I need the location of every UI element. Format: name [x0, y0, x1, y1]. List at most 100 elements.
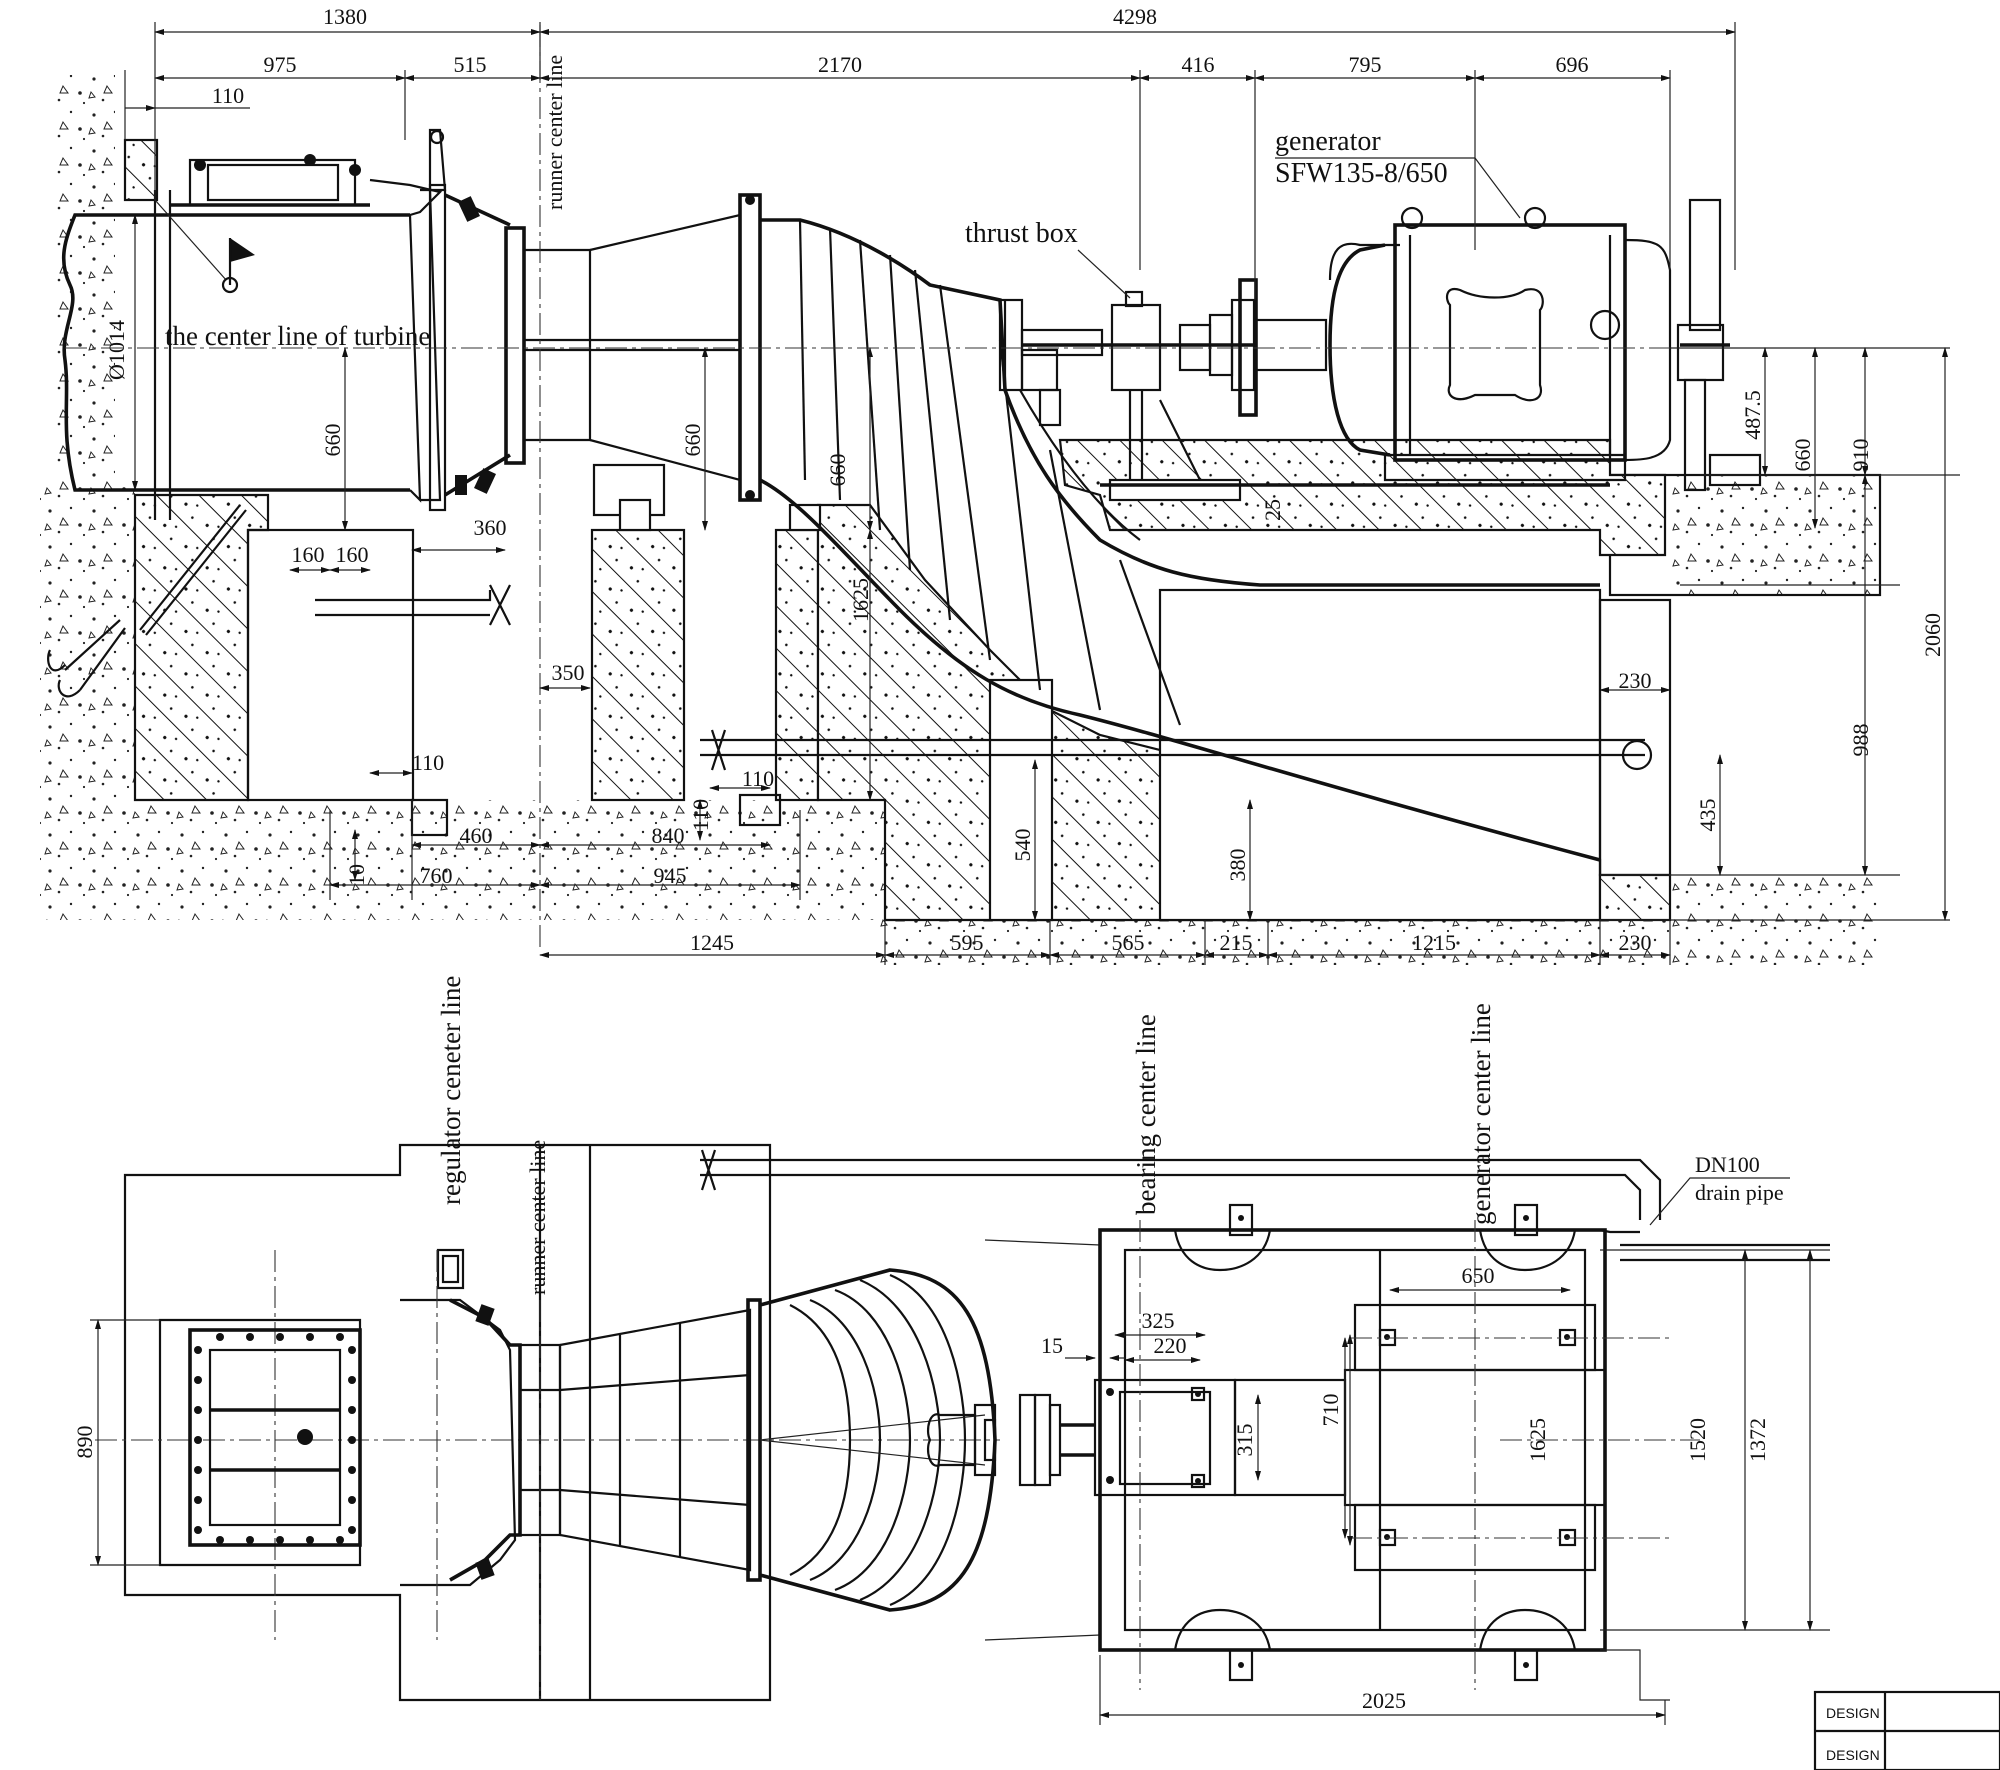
- dim-230-right: 230: [1619, 668, 1652, 693]
- dim-230-bottom: 230: [1619, 930, 1652, 955]
- generator-body: [1393, 223, 1627, 462]
- dim-1380: 1380: [323, 4, 367, 29]
- generator-center-label: generator center line: [1466, 1003, 1496, 1225]
- exciter-tower: [1688, 198, 1722, 332]
- dim-760: 760: [420, 863, 453, 888]
- dim-565: 565: [1112, 930, 1145, 955]
- dim-660-c: 660: [825, 454, 850, 487]
- runner-center-label-top: runner center line: [542, 55, 567, 210]
- dim-795: 795: [1349, 52, 1382, 77]
- dim-2170: 2170: [818, 52, 862, 77]
- tailrace-wall-base: [1598, 873, 1672, 922]
- dim-160-b: 160: [336, 542, 369, 567]
- dim-416: 416: [1182, 52, 1215, 77]
- dim-660-b: 660: [680, 424, 705, 457]
- draft-support-1: [988, 678, 1054, 922]
- dim-660-right: 660: [1790, 439, 1815, 472]
- dim-975: 975: [264, 52, 297, 77]
- bearing-pedestal-plan: [1093, 1378, 1237, 1497]
- dim-650: 650: [1462, 1263, 1495, 1288]
- dim-660-a: 660: [320, 424, 345, 457]
- dim-380: 380: [1225, 849, 1250, 882]
- right-floor-concrete: [1670, 475, 1880, 595]
- dim-1372: 1372: [1745, 1418, 1770, 1462]
- gate-valve-housing: [188, 158, 357, 207]
- dim-110-mid: 110: [742, 766, 774, 791]
- dim-540: 540: [1010, 829, 1035, 862]
- generator-window: [1445, 287, 1544, 402]
- runner-chamber: [522, 248, 592, 442]
- dim-710: 710: [1318, 1394, 1343, 1427]
- dim-25: 25: [1260, 499, 1285, 521]
- dim-890: 890: [72, 1426, 97, 1459]
- dim-945: 945: [654, 863, 687, 888]
- dim-110-top: 110: [212, 83, 244, 108]
- generator-rear-end: [1624, 238, 1672, 462]
- elevation-view: 1380 4298 975 515 2170 416 795 696 110 Ø…: [40, 4, 1960, 965]
- dim-2060: 2060: [1920, 613, 1945, 657]
- turbine-center-label: the center line of turbine: [165, 321, 430, 351]
- drain-size-label: DN100: [1695, 1152, 1760, 1177]
- dim-840: 840: [652, 823, 685, 848]
- pier-mid: [774, 528, 820, 802]
- dim-4298: 4298: [1113, 4, 1157, 29]
- dim-487-5: 487.5: [1740, 390, 1765, 440]
- title-block-row-2: DESIGN: [1826, 1747, 1880, 1763]
- title-block-row-1: DESIGN: [1826, 1705, 1880, 1721]
- dim-988: 988: [1848, 724, 1873, 757]
- dim-2025: 2025: [1362, 1688, 1406, 1713]
- thrust-box-label: thrust box: [965, 218, 1078, 249]
- dim-350: 350: [552, 660, 585, 685]
- dim-696: 696: [1556, 52, 1589, 77]
- dim-460: 460: [460, 823, 493, 848]
- plan-view: 890 650 325 220 15 315 710 1625 1520 137…: [72, 976, 1830, 1725]
- bearing-center-label: bearing center line: [1131, 1014, 1161, 1215]
- dim-1625-plan: 1625: [1525, 1418, 1550, 1462]
- dim-325: 325: [1142, 1308, 1175, 1333]
- runner-flange: [504, 226, 526, 465]
- dim-360: 360: [474, 515, 507, 540]
- draft-tube-lower-wall: [759, 478, 1601, 862]
- generator-model-label: SFW135-8/650: [1275, 158, 1448, 189]
- title-block: DESIGN DESIGN: [1813, 1690, 2000, 1770]
- inlet-pit: [246, 528, 415, 802]
- dim-1625: 1625: [848, 578, 873, 622]
- tailrace-wall: [1598, 598, 1672, 877]
- generator-label: generator: [1275, 126, 1381, 157]
- dim-515: 515: [454, 52, 487, 77]
- dim-215: 215: [1220, 930, 1253, 955]
- right-lower-concrete: [1670, 875, 1880, 960]
- dim-1520: 1520: [1685, 1418, 1710, 1462]
- dim-595: 595: [951, 930, 984, 955]
- elbow-upper-wall: [760, 218, 1600, 587]
- dim-1215: 1215: [1412, 930, 1456, 955]
- dim-dia-1014: Ø1014: [104, 320, 129, 380]
- runner-center-label-plan: runner center line: [525, 1140, 550, 1295]
- gate-plan: [188, 1328, 362, 1547]
- inlet-building-outline: [123, 1143, 772, 1702]
- dim-110-vertical: 110: [688, 799, 713, 831]
- dim-160-a: 160: [292, 542, 325, 567]
- dim-910: 910: [1848, 439, 1873, 472]
- left-wall-concrete: [55, 75, 115, 495]
- generator-emblem: [1589, 309, 1621, 341]
- regulator-center-label: regulator ceneter line: [436, 976, 466, 1205]
- bearing-shaft-box: [1020, 328, 1104, 357]
- inlet-pipe-break: [61, 213, 120, 492]
- dim-15: 15: [1041, 1333, 1063, 1358]
- wall-embed-hatch: [123, 138, 159, 202]
- drain-pipe-label: drain pipe: [1695, 1180, 1784, 1205]
- runner-cone-plan: [558, 1308, 752, 1572]
- drain-pipe-plan: [700, 1158, 1662, 1220]
- dim-220: 220: [1154, 1333, 1187, 1358]
- dim-315: 315: [1232, 1424, 1257, 1457]
- dim-1245: 1245: [690, 930, 734, 955]
- pier-runner: [590, 528, 686, 802]
- dim-110-left: 110: [412, 750, 444, 775]
- generator-front-end: [1328, 242, 1400, 281]
- dim-435: 435: [1695, 799, 1720, 832]
- dim-10: 10: [344, 864, 369, 886]
- bottom-ground-concrete: [120, 800, 900, 920]
- left-ground-concrete: [40, 480, 135, 920]
